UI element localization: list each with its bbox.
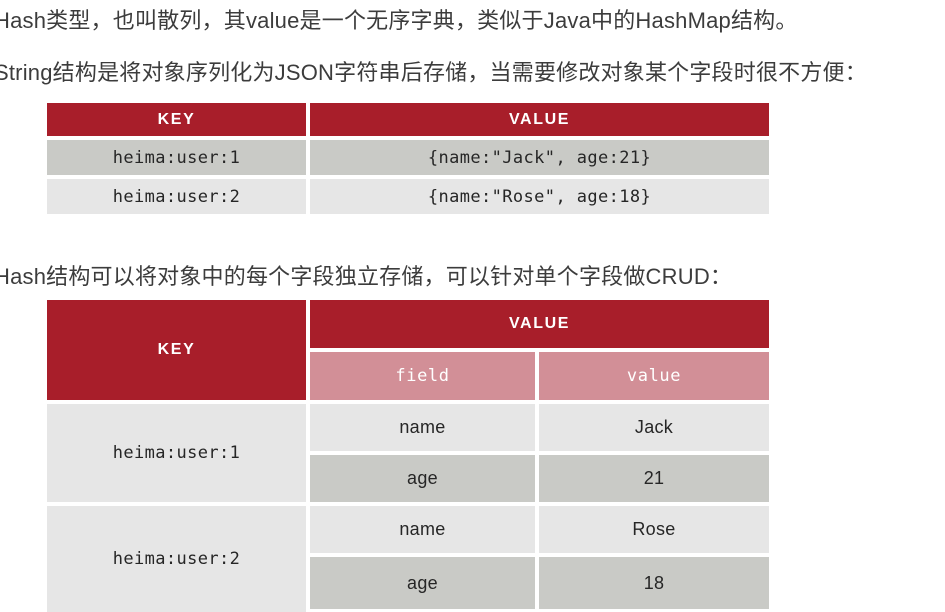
table-row: age 21 — [310, 455, 769, 502]
cell-field: name — [310, 404, 535, 451]
cell-field: age — [310, 455, 535, 502]
cell-key: heima:user:1 — [47, 404, 306, 502]
hash-table-body: KEY heima:user:1 heima:user:2 VALUE fiel… — [47, 300, 769, 612]
string-structure-table: KEY VALUE heima:user:1 {name:"Jack", age… — [47, 103, 769, 214]
column-header-value: VALUE — [310, 300, 769, 348]
table-row: heima:user:1 {name:"Jack", age:21} — [47, 140, 769, 175]
hash-structure-table: KEY heima:user:1 heima:user:2 VALUE fiel… — [47, 300, 769, 612]
key-column: KEY heima:user:1 heima:user:2 — [47, 300, 306, 612]
table-header-row: KEY VALUE — [47, 103, 769, 136]
cell-value: {name:"Jack", age:21} — [310, 140, 769, 175]
table-row: name Rose — [310, 506, 769, 553]
value-column: VALUE field value name Jack age 21 name … — [310, 300, 769, 612]
cell-field: age — [310, 557, 535, 609]
cell-value: Jack — [539, 404, 769, 451]
cell-value: {name:"Rose", age:18} — [310, 179, 769, 214]
paragraph-string-problem: String结构是将对象序列化为JSON字符串后存储，当需要修改对象某个字段时很… — [0, 60, 867, 85]
cell-field: name — [310, 506, 535, 553]
table-row: age 18 — [310, 557, 769, 609]
subcolumn-header-field: field — [310, 352, 535, 400]
cell-key: heima:user:2 — [47, 179, 306, 214]
column-header-value: VALUE — [310, 103, 769, 136]
column-header-key: KEY — [47, 300, 306, 400]
subcolumn-header-value: value — [539, 352, 769, 400]
cell-value: 18 — [539, 557, 769, 609]
paragraph-hash-intro: Hash类型，也叫散列，其value是一个无序字典，类似于Java中的HashM… — [0, 8, 798, 33]
table-row: heima:user:2 {name:"Rose", age:18} — [47, 179, 769, 214]
paragraph-hash-benefit: Hash结构可以将对象中的每个字段独立存储，可以针对单个字段做CRUD： — [0, 264, 733, 289]
column-header-key: KEY — [47, 103, 306, 136]
cell-key: heima:user:2 — [47, 506, 306, 612]
cell-value: 21 — [539, 455, 769, 502]
subheader-row: field value — [310, 352, 769, 400]
cell-key: heima:user:1 — [47, 140, 306, 175]
table-row: name Jack — [310, 404, 769, 451]
cell-value: Rose — [539, 506, 769, 553]
